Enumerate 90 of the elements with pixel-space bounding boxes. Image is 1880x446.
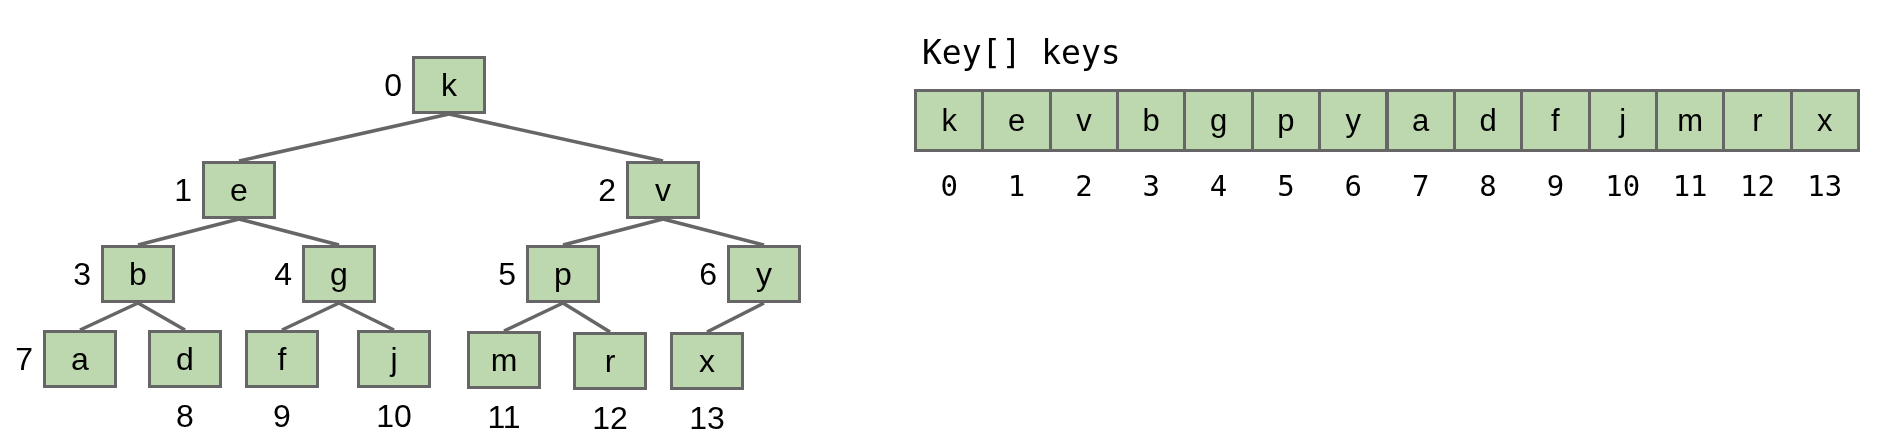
tree-branch-line: [662, 217, 765, 247]
index-number: 9: [1546, 169, 1565, 203]
node-key: e: [230, 174, 248, 206]
tree-branch-line: [448, 112, 664, 163]
node-key: g: [330, 258, 348, 290]
tree-branch-line: [137, 301, 186, 332]
index-number: 4: [1209, 169, 1228, 203]
tree-branch-line: [238, 112, 450, 163]
index-number: 11: [1672, 169, 1708, 203]
index-number: 0: [384, 69, 402, 101]
index-number: 7: [15, 343, 33, 375]
node-key: f: [277, 343, 287, 375]
tree-node-box: [302, 245, 376, 303]
tree-node-box: [526, 245, 600, 303]
node-key: f: [1551, 105, 1560, 136]
node-key: b: [1142, 105, 1160, 136]
index-number: 7: [1411, 169, 1430, 203]
tree-branch-line: [79, 301, 139, 332]
node-key: j: [1619, 105, 1627, 136]
node-key: r: [604, 345, 616, 377]
array-cell: [1722, 89, 1793, 152]
node-key: p: [554, 258, 572, 290]
tree-node-box: [43, 330, 117, 388]
tree-node-box: [412, 56, 486, 114]
index-number: 5: [498, 258, 516, 290]
index-number: 12: [592, 402, 628, 434]
node-key: r: [1752, 105, 1763, 136]
node-key: a: [1412, 105, 1430, 136]
node-key: e: [1007, 105, 1026, 136]
array-cell: [1318, 89, 1389, 152]
index-number: 11: [487, 401, 521, 433]
index-number: 9: [273, 400, 291, 432]
node-key: a: [71, 343, 89, 375]
tree-node-box: [670, 332, 744, 390]
node-key: k: [941, 105, 957, 136]
tree-node-box: [202, 161, 276, 219]
tree-node-box: [357, 330, 431, 388]
node-key: x: [699, 345, 715, 377]
index-number: 13: [689, 402, 725, 434]
index-number: 5: [1277, 169, 1295, 203]
tree-branch-line: [562, 301, 611, 334]
index-number: 12: [1740, 169, 1775, 203]
tree-branch-line: [562, 217, 664, 247]
node-key: v: [1076, 105, 1092, 136]
index-number: 13: [1807, 169, 1843, 203]
array-declaration: Key[] keys: [922, 36, 1121, 69]
index-number: 8: [176, 400, 194, 432]
node-key: b: [129, 258, 147, 290]
index-number: 2: [598, 174, 616, 206]
node-key: y: [1345, 105, 1362, 136]
tree-node-box: [245, 330, 319, 388]
index-number: 6: [699, 258, 717, 290]
node-key: m: [490, 344, 518, 376]
node-key: v: [655, 174, 671, 206]
tree-node-box: [148, 330, 222, 388]
node-key: d: [176, 343, 194, 375]
node-key: j: [390, 343, 398, 375]
index-number: 6: [1344, 169, 1363, 203]
tree-node-box: [467, 331, 541, 389]
tree-branch-line: [706, 301, 765, 334]
node-key: y: [756, 258, 772, 290]
index-number: 3: [1142, 169, 1160, 203]
tree-branch-line: [238, 217, 340, 247]
tree-node-box: [626, 161, 700, 219]
node-key: k: [441, 69, 457, 101]
array-cell: [1183, 89, 1254, 152]
index-number: 10: [376, 400, 412, 432]
tree-branch-line: [281, 301, 340, 332]
node-key: p: [1277, 105, 1295, 136]
tree-branch-line: [338, 301, 395, 332]
tree-node-box: [573, 332, 647, 390]
index-number: 2: [1075, 169, 1093, 203]
array-cell: [1520, 89, 1591, 152]
index-number: 0: [940, 169, 958, 203]
index-number: 1: [174, 174, 192, 206]
index-number: 10: [1605, 169, 1641, 203]
index-number: 3: [73, 258, 91, 290]
tree-branch-line: [137, 217, 240, 247]
tree-branch-line: [503, 301, 564, 333]
node-key: g: [1209, 105, 1228, 136]
index-number: 1: [1007, 169, 1026, 203]
node-key: d: [1479, 105, 1497, 136]
array-cell: [981, 89, 1052, 152]
array-cell: [1385, 89, 1456, 152]
tree-node-box: [101, 245, 175, 303]
index-number: 4: [274, 258, 292, 290]
tree-node-box: [727, 245, 801, 303]
index-number: 8: [1479, 169, 1497, 203]
node-key: m: [1677, 105, 1703, 136]
node-key: x: [1817, 105, 1833, 136]
